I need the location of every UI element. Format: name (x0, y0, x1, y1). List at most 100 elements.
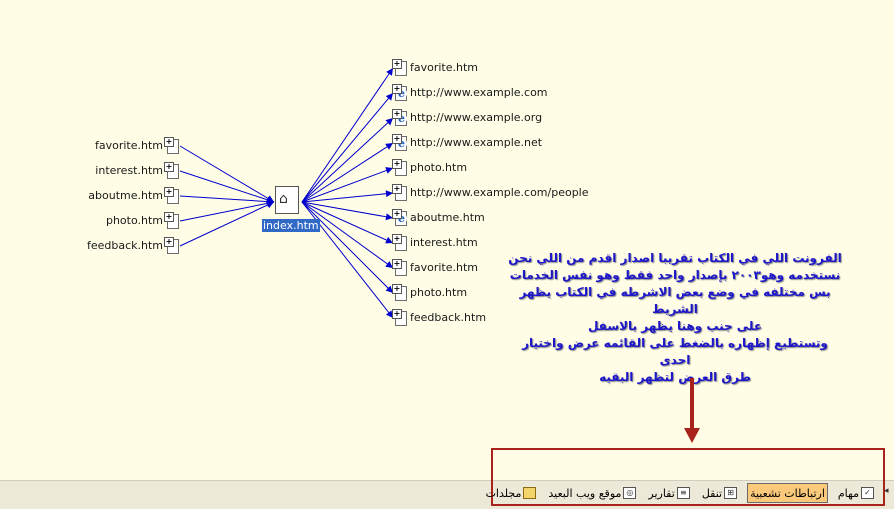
left-link-node[interactable]: feedback.htm+ (85, 237, 180, 254)
right-link-node[interactable]: +interest.htm (392, 234, 480, 251)
arrowhead (386, 68, 393, 76)
view-tasks-label: مهام (837, 486, 859, 500)
view-navigation-button[interactable]: ⊞ تنقل (700, 484, 739, 502)
home-page-icon: ⌂ (275, 186, 299, 214)
arrowhead (385, 93, 393, 101)
hyperlink-line (301, 117, 394, 203)
right-link-node[interactable]: e+http://www.example.com (392, 84, 550, 101)
arrowhead (385, 310, 393, 318)
page-plus-icon: + (392, 309, 408, 326)
right-link-label: photo.htm (410, 286, 468, 299)
right-link-label: http://www.example.org (410, 111, 543, 124)
note-line: بس مختلفه في وضع بعض الاشرطه في الكتاب ي… (519, 285, 831, 316)
hyperlink-line (301, 167, 394, 203)
hyperlink-line (301, 92, 394, 203)
right-link-node[interactable]: +photo.htm (392, 284, 469, 301)
page-plus-icon: + (164, 212, 180, 229)
hyperlink-line (301, 192, 394, 203)
left-link-label: interest.htm (95, 164, 163, 177)
right-link-label: feedback.htm (410, 311, 487, 324)
right-link-node[interactable]: e+aboutme.htm (392, 209, 487, 226)
view-hyperlinks-button[interactable]: ارتباطات تشعبية (747, 483, 828, 503)
hyperlink-line (301, 201, 394, 269)
report-icon: ≡ (676, 487, 690, 499)
arrowhead (385, 285, 393, 293)
right-link-label: interest.htm (410, 236, 478, 249)
arrowhead (385, 190, 393, 198)
hyperlink-line (301, 201, 394, 294)
page-plus-icon: + (164, 237, 180, 254)
globe-icon: ◎ (623, 487, 637, 499)
note-line: على جنب وهنا يظهر بالاسفل (587, 319, 763, 333)
right-link-node[interactable]: +favorite.htm (392, 59, 480, 76)
right-link-label: http://www.example.net (410, 136, 543, 149)
left-link-node[interactable]: favorite.htm+ (93, 137, 180, 154)
arrowhead (385, 213, 393, 221)
page-plus-icon: + (392, 159, 408, 176)
page-plus-icon: + (392, 234, 408, 251)
left-link-node[interactable]: interest.htm+ (93, 162, 180, 179)
note-line: الفرونت اللي في الكتاب تقريبا اصدار اقدم… (508, 251, 842, 265)
arrowhead (385, 236, 393, 244)
hyperlink-line (301, 142, 394, 203)
hyperlinks-view-canvas: ⌂ index.htm favorite.htm+interest.htm+ab… (85, 59, 845, 443)
view-reports-button[interactable]: ≡ تقارير (646, 484, 691, 502)
arrowhead (385, 143, 393, 150)
annotation-red-box (491, 448, 885, 506)
right-link-node[interactable]: +http://www.example.com/people (392, 184, 591, 201)
view-reports-label: تقارير (648, 486, 675, 500)
page-plus-icon: + (392, 259, 408, 276)
right-link-node[interactable]: +favorite.htm (392, 259, 480, 276)
ie-icon: e+ (392, 109, 408, 126)
right-link-node[interactable]: e+http://www.example.net (392, 134, 544, 151)
view-navigation-label: تنقل (701, 486, 723, 500)
page-plus-icon: + (164, 187, 180, 204)
tasks-icon: ✓ (861, 487, 874, 499)
annotation-arrow (684, 378, 700, 443)
right-link-node[interactable]: +photo.htm (392, 159, 469, 176)
ie-icon: e+ (392, 209, 408, 226)
arrowhead (385, 167, 393, 174)
view-folders-label: مجلدات (485, 486, 522, 500)
hyperlink-line (301, 67, 394, 203)
view-tasks-button[interactable]: ✓ مهام (836, 484, 876, 502)
right-link-label: favorite.htm (410, 261, 479, 274)
right-link-label: http://www.example.com/people (410, 186, 589, 199)
arrowhead (385, 118, 393, 126)
ie-icon: e+ (392, 84, 408, 101)
hyperlink-line (301, 201, 394, 219)
center-page-label: index.htm (262, 219, 320, 232)
note-line: طرق العرض لتظهر البقيه (599, 370, 751, 384)
left-link-label: aboutme.htm (88, 189, 163, 202)
folder-icon (523, 487, 537, 499)
ie-icon: e+ (392, 134, 408, 151)
hyperlink-line (179, 145, 275, 203)
view-folders-button[interactable]: مجلدات (484, 484, 539, 502)
center-page-index[interactable]: ⌂ index.htm (262, 186, 320, 233)
page-plus-icon: + (392, 284, 408, 301)
right-link-label: photo.htm (410, 161, 468, 174)
hyperlink-lines (179, 67, 394, 319)
scroll-left-icon[interactable]: ◂ (884, 486, 889, 496)
right-link-label: favorite.htm (410, 61, 479, 74)
left-link-node[interactable]: aboutme.htm+ (86, 187, 180, 204)
right-link-label: http://www.example.com (410, 86, 548, 99)
annotation-note: الفرونت اللي في الكتاب تقريبا اصدار اقدم… (505, 250, 845, 386)
page-plus-icon: + (392, 184, 408, 201)
view-hyperlinks-label: ارتباطات تشعبية (750, 486, 825, 500)
left-link-label: favorite.htm (94, 139, 163, 152)
left-link-label: feedback.htm (86, 239, 163, 252)
hyperlink-line (301, 201, 394, 244)
note-line: وتستطيع إظهاره بالضغط على القائمه عرض وا… (522, 336, 828, 367)
left-link-node[interactable]: photo.htm+ (104, 212, 180, 229)
right-link-node[interactable]: e+http://www.example.org (392, 109, 544, 126)
page-plus-icon: + (164, 162, 180, 179)
hyperlink-line (179, 195, 275, 203)
right-link-label: aboutme.htm (410, 211, 485, 224)
page-plus-icon: + (392, 59, 408, 76)
arrowhead (385, 261, 393, 268)
view-remote-site-button[interactable]: ◎ موقع ويب البعيد (546, 484, 638, 502)
views-toolbar: مجلدات ◎ موقع ويب البعيد ≡ تقارير ⊞ تنقل… (484, 483, 876, 503)
hyperlink-line (179, 201, 275, 222)
right-link-node[interactable]: +feedback.htm (392, 309, 488, 326)
